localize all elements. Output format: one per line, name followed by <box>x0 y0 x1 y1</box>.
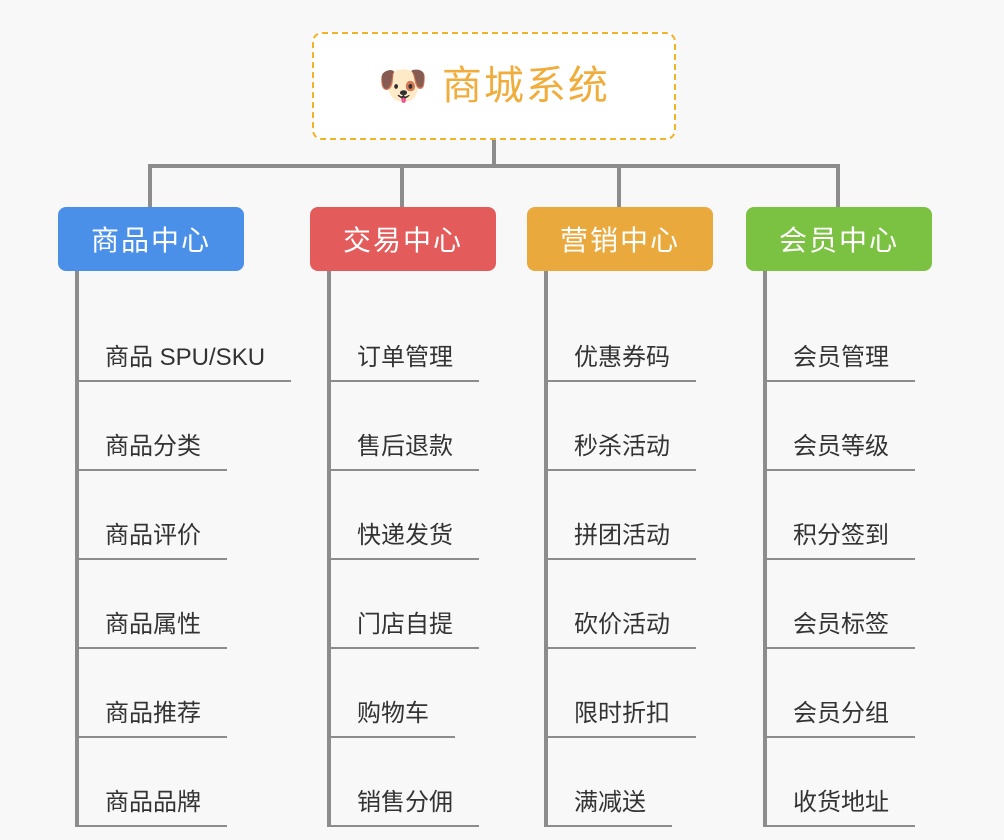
list-item-label: 砍价活动 <box>548 613 696 649</box>
root-node-mall-system[interactable]: 🐶 商城系统 <box>312 32 676 140</box>
root-node-title: 商城系统 <box>441 64 610 108</box>
list-item-label: 快递发货 <box>331 524 479 560</box>
column-header-label: 商品中心 <box>90 225 211 256</box>
list-item-label: 订单管理 <box>331 346 479 382</box>
item-list-marketing-center: 优惠券码 秒杀活动 拼团活动 砍价活动 限时折扣 满减送 <box>544 293 777 827</box>
list-item[interactable]: 满减送 <box>548 738 777 827</box>
list-item[interactable]: 积分签到 <box>767 471 996 560</box>
list-item-label: 收货地址 <box>767 791 915 827</box>
list-item[interactable]: 门店自提 <box>331 560 560 649</box>
list-item-label: 会员分组 <box>767 702 915 738</box>
connector-root-stem <box>492 140 496 167</box>
column-header-product-center[interactable]: 商品中心 <box>58 207 244 271</box>
list-item-label: 限时折扣 <box>548 702 696 738</box>
list-item-label: 优惠券码 <box>548 346 696 382</box>
column-product-center: 商品中心 商品 SPU/SKU 商品分类 商品评价 商品属性 商品推荐 商品品牌 <box>58 207 318 827</box>
connector-drop-1 <box>148 164 152 208</box>
list-item-label: 购物车 <box>331 702 455 738</box>
item-list-trade-center: 订单管理 售后退款 快递发货 门店自提 购物车 销售分佣 <box>327 293 560 827</box>
list-item-label: 会员等级 <box>767 435 915 471</box>
connector-drop-2 <box>400 164 404 208</box>
list-item-label: 商品品牌 <box>79 791 227 827</box>
list-item-label: 商品属性 <box>79 613 227 649</box>
list-item[interactable]: 秒杀活动 <box>548 382 777 471</box>
list-item-label: 满减送 <box>548 791 672 827</box>
list-item-label: 销售分佣 <box>331 791 479 827</box>
column-header-label: 交易中心 <box>342 225 463 256</box>
list-item[interactable]: 限时折扣 <box>548 649 777 738</box>
shiba-dog-emoji-icon: 🐶 <box>378 64 428 108</box>
list-item-label: 门店自提 <box>331 613 479 649</box>
item-list-member-center: 会员管理 会员等级 积分签到 会员标签 会员分组 收货地址 <box>763 293 996 827</box>
column-header-marketing-center[interactable]: 营销中心 <box>527 207 713 271</box>
list-item-label: 会员管理 <box>767 346 915 382</box>
list-item-label: 售后退款 <box>331 435 479 471</box>
column-header-label: 营销中心 <box>559 225 680 256</box>
connector-nub-3 <box>544 271 548 293</box>
connector-nub-4 <box>763 271 767 293</box>
list-item[interactable]: 优惠券码 <box>548 293 777 382</box>
connector-drop-3 <box>617 164 621 208</box>
list-item[interactable]: 会员分组 <box>767 649 996 738</box>
column-header-trade-center[interactable]: 交易中心 <box>310 207 496 271</box>
list-item[interactable]: 商品品牌 <box>79 738 318 827</box>
list-item[interactable]: 订单管理 <box>331 293 560 382</box>
list-item[interactable]: 快递发货 <box>331 471 560 560</box>
connector-nub-1 <box>75 271 79 293</box>
list-item[interactable]: 购物车 <box>331 649 560 738</box>
list-item[interactable]: 商品分类 <box>79 382 318 471</box>
column-marketing-center: 营销中心 优惠券码 秒杀活动 拼团活动 砍价活动 限时折扣 满减送 <box>527 207 777 827</box>
list-item-label: 积分签到 <box>767 524 915 560</box>
list-item[interactable]: 会员等级 <box>767 382 996 471</box>
list-item[interactable]: 商品属性 <box>79 560 318 649</box>
list-item[interactable]: 会员管理 <box>767 293 996 382</box>
column-header-label: 会员中心 <box>778 225 899 256</box>
list-item[interactable]: 拼团活动 <box>548 471 777 560</box>
connector-nub-2 <box>327 271 331 293</box>
item-list-product-center: 商品 SPU/SKU 商品分类 商品评价 商品属性 商品推荐 商品品牌 <box>75 293 318 827</box>
list-item-label: 会员标签 <box>767 613 915 649</box>
list-item[interactable]: 收货地址 <box>767 738 996 827</box>
list-item-label: 秒杀活动 <box>548 435 696 471</box>
list-item[interactable]: 销售分佣 <box>331 738 560 827</box>
column-header-member-center[interactable]: 会员中心 <box>746 207 932 271</box>
list-item-label: 商品分类 <box>79 435 227 471</box>
column-trade-center: 交易中心 订单管理 售后退款 快递发货 门店自提 购物车 销售分佣 <box>310 207 560 827</box>
list-item[interactable]: 会员标签 <box>767 560 996 649</box>
column-member-center: 会员中心 会员管理 会员等级 积分签到 会员标签 会员分组 收货地址 <box>746 207 996 827</box>
list-item[interactable]: 售后退款 <box>331 382 560 471</box>
connector-drop-4 <box>836 164 840 208</box>
list-item[interactable]: 商品推荐 <box>79 649 318 738</box>
list-item-label: 拼团活动 <box>548 524 696 560</box>
connector-horizontal-bar <box>148 164 840 168</box>
list-item[interactable]: 商品评价 <box>79 471 318 560</box>
list-item[interactable]: 商品 SPU/SKU <box>79 293 318 382</box>
list-item-label: 商品推荐 <box>79 702 227 738</box>
list-item-label: 商品 SPU/SKU <box>79 346 292 382</box>
list-item-label: 商品评价 <box>79 524 227 560</box>
list-item[interactable]: 砍价活动 <box>548 560 777 649</box>
